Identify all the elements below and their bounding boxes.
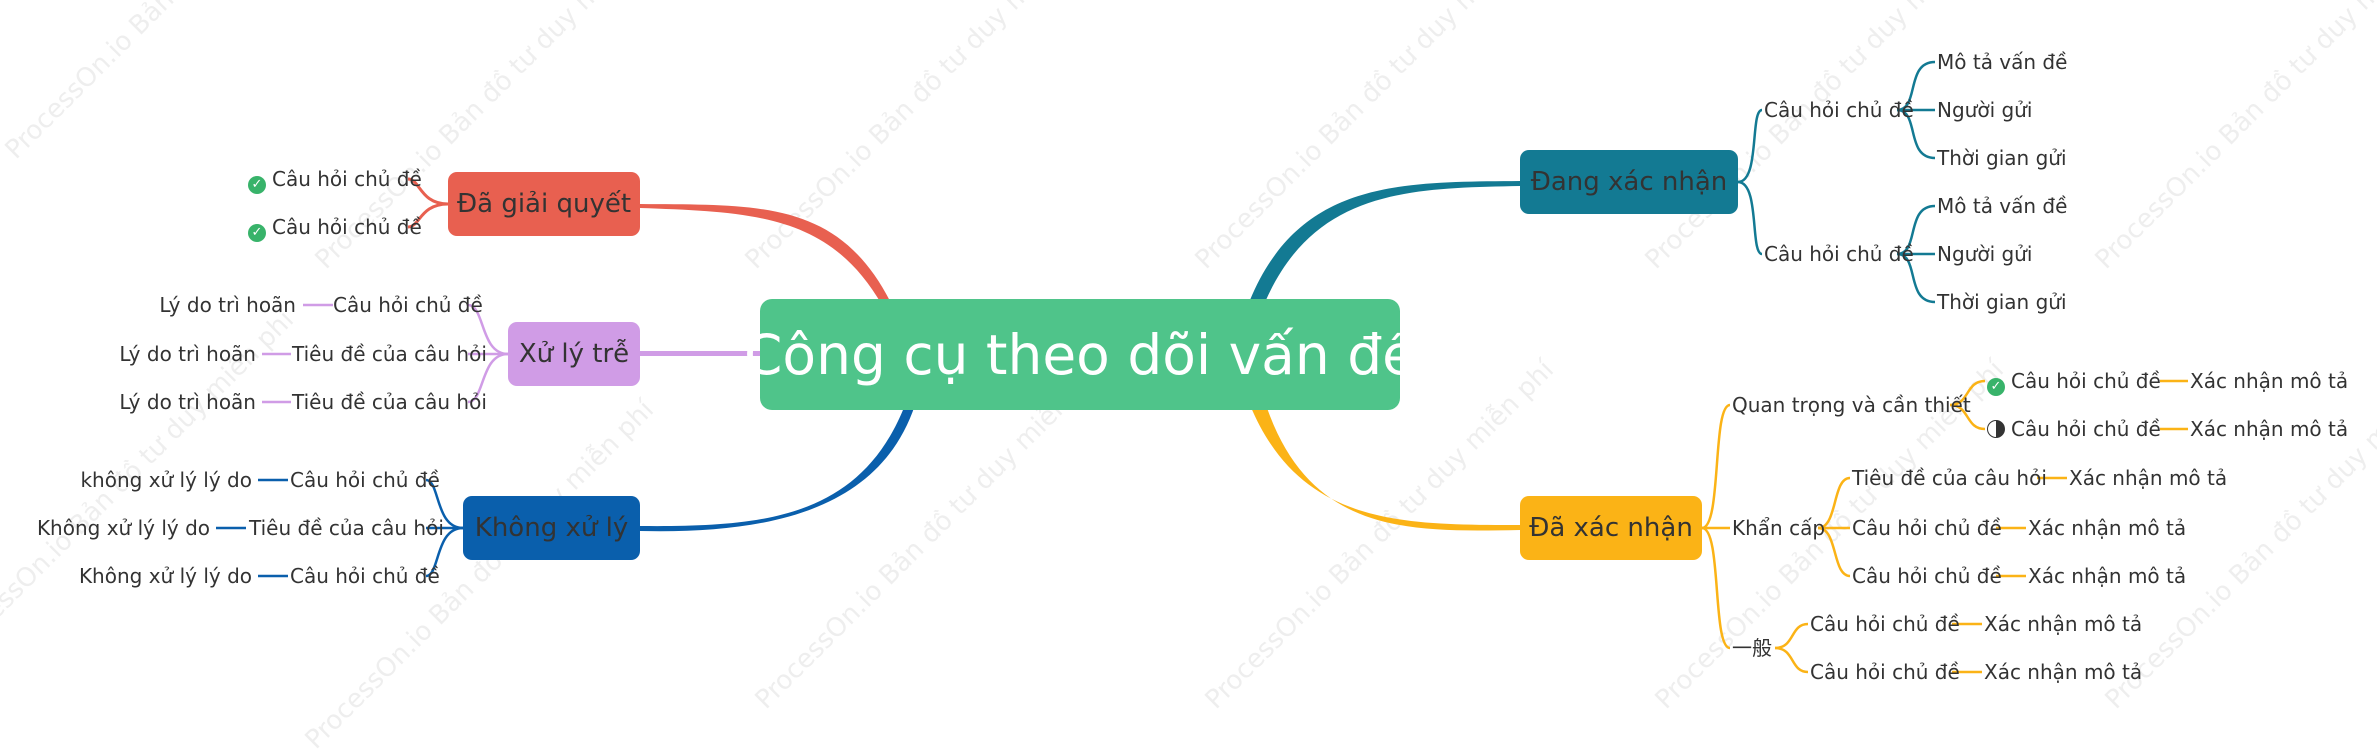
not-handled-topic-item[interactable]: Tiêu đề của câu hỏi: [249, 516, 444, 540]
check-icon: ✓: [248, 224, 266, 242]
delay-reason-label[interactable]: Lý do trì hoãn: [119, 342, 256, 366]
branch-resolved[interactable]: Đã giải quyết: [448, 172, 640, 236]
confirmed-topic-item[interactable]: Câu hỏi chủ đề: [1852, 516, 2002, 540]
confirmed-topic-item[interactable]: ✓Câu hỏi chủ đề: [1987, 369, 2161, 396]
root-topic[interactable]: Công cụ theo dõi vấn đề: [744, 299, 1416, 410]
confirm-description[interactable]: Xác nhận mô tả: [2028, 516, 2187, 540]
confirm-description[interactable]: Xác nhận mô tả: [1984, 612, 2143, 636]
resolved-topic-item[interactable]: ✓Câu hỏi chủ đề: [248, 215, 422, 242]
confirming-detail[interactable]: Người gửi: [1937, 98, 2033, 122]
confirm-description[interactable]: Xác nhận mô tả: [2069, 466, 2228, 490]
confirming-topic-item[interactable]: Câu hỏi chủ đề: [1764, 98, 1914, 122]
branch-confirmed[interactable]: Đã xác nhận: [1520, 496, 1702, 560]
not-handled-reason-label[interactable]: không xử lý lý do: [80, 468, 252, 492]
delay-reason-label[interactable]: Lý do trì hoãn: [159, 293, 296, 317]
confirmed-topic-item[interactable]: Câu hỏi chủ đề: [1852, 564, 2002, 588]
branch-confirming[interactable]: Đang xác nhận: [1520, 150, 1738, 214]
delayed-topic-item[interactable]: Câu hỏi chủ đề: [333, 293, 483, 317]
priority-group-normal[interactable]: 一般: [1732, 636, 1772, 660]
half-circle-icon: [1987, 420, 2005, 438]
confirming-detail[interactable]: Thời gian gửi: [1937, 290, 2067, 314]
confirm-description[interactable]: Xác nhận mô tả: [1984, 660, 2143, 684]
confirming-detail[interactable]: Người gửi: [1937, 242, 2033, 266]
delay-reason-label[interactable]: Lý do trì hoãn: [119, 390, 256, 414]
priority-group-urgent[interactable]: Khẩn cấp: [1732, 516, 1826, 540]
confirm-description[interactable]: Xác nhận mô tả: [2028, 564, 2187, 588]
confirmed-topic-item[interactable]: Tiêu đề của câu hỏi: [1852, 466, 2047, 490]
priority-group-important[interactable]: Quan trọng và cần thiết: [1732, 393, 1971, 417]
confirm-description[interactable]: Xác nhận mô tả: [2190, 369, 2349, 393]
not-handled-reason-label[interactable]: Không xử lý lý do: [36, 516, 210, 540]
confirming-detail[interactable]: Thời gian gửi: [1937, 146, 2067, 170]
confirmed-topic-item[interactable]: Câu hỏi chủ đề: [1810, 660, 1960, 684]
branch-not-handled[interactable]: Không xử lý: [463, 496, 640, 560]
confirm-description[interactable]: Xác nhận mô tả: [2190, 417, 2349, 441]
confirming-detail[interactable]: Mô tả vấn đề: [1937, 194, 2068, 218]
check-icon: ✓: [1987, 378, 2005, 396]
not-handled-reason-label[interactable]: Không xử lý lý do: [78, 564, 252, 588]
confirming-detail[interactable]: Mô tả vấn đề: [1937, 50, 2068, 74]
resolved-topic-item[interactable]: ✓Câu hỏi chủ đề: [248, 167, 422, 194]
delayed-topic-item[interactable]: Tiêu đề của câu hỏi: [292, 390, 487, 414]
branch-delayed[interactable]: Xử lý trễ: [508, 322, 640, 386]
confirming-topic-item[interactable]: Câu hỏi chủ đề: [1764, 242, 1914, 266]
confirmed-topic-item[interactable]: Câu hỏi chủ đề: [1987, 417, 2161, 441]
check-icon: ✓: [248, 176, 266, 194]
not-handled-topic-item[interactable]: Câu hỏi chủ đề: [290, 468, 440, 492]
not-handled-topic-item[interactable]: Câu hỏi chủ đề: [290, 564, 440, 588]
confirmed-topic-item[interactable]: Câu hỏi chủ đề: [1810, 612, 1960, 636]
delayed-topic-item[interactable]: Tiêu đề của câu hỏi: [292, 342, 487, 366]
